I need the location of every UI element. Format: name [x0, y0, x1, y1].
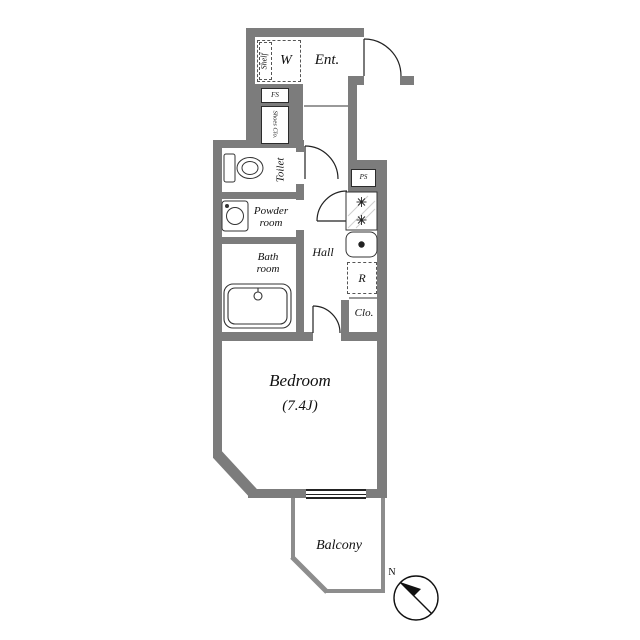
sink-vanity-icon	[221, 200, 249, 232]
wall-powder-bath	[213, 237, 304, 244]
entrance-door-arc	[363, 38, 402, 77]
bedroom-door-arc	[312, 305, 341, 334]
toilet-fixture-icon	[223, 153, 264, 183]
label-fridge: R	[358, 270, 366, 285]
wall-toilet-top	[213, 140, 304, 148]
label-bedroom-size: (7.4J)	[282, 397, 318, 414]
label-closet: Clo.	[354, 307, 374, 320]
compass-icon	[393, 575, 439, 621]
bathtub-icon	[223, 283, 292, 329]
label-powder-room: Powder room	[253, 205, 289, 229]
label-bedroom: Bedroom	[269, 370, 331, 390]
fridge-box	[347, 262, 377, 294]
label-shoes-closet: Shoes Clo.	[271, 111, 279, 139]
label-shelf: Shelf	[259, 53, 269, 69]
balcony-wall-left	[291, 498, 295, 559]
wall-bedroom-bottom-right	[366, 489, 387, 498]
wall-top-left	[246, 28, 255, 148]
wall-closet-left	[341, 300, 349, 341]
wall-right-outer	[377, 160, 387, 498]
label-hall: Hall	[312, 244, 334, 259]
label-washer: W	[280, 53, 292, 69]
label-ent: Ent.	[314, 51, 340, 68]
wall-bedroom-top-right	[341, 332, 387, 341]
hall-door-arc	[316, 190, 348, 222]
wall-wetcol-right-c	[296, 230, 304, 340]
label-bath-room: Bath room	[256, 251, 280, 275]
wall-entry-stub-right	[400, 76, 414, 85]
wall-bedroom-bottom-left	[248, 489, 306, 498]
label-toilet: Toilet	[274, 157, 287, 183]
ps-box	[351, 169, 376, 187]
wall-wetcol-right-a	[296, 140, 304, 152]
balcony-window	[306, 489, 366, 499]
toilet-door-arc	[304, 145, 339, 180]
label-balcony: Balcony	[316, 538, 362, 554]
wall-left-outer	[213, 140, 222, 458]
balcony-window-rail	[306, 494, 366, 495]
shoes-closet-box	[261, 106, 289, 144]
label-ps: PS	[359, 173, 368, 182]
wall-toilet-powder	[213, 192, 304, 199]
label-fs: FS	[271, 90, 279, 99]
wall-top	[246, 28, 364, 37]
kitchen-sink-icon	[345, 231, 378, 258]
stove-icon	[345, 191, 378, 231]
fs-box	[261, 88, 289, 103]
wall-bedroom-diagonal	[212, 450, 259, 498]
wall-wetcol-right-b	[296, 184, 304, 200]
wall-bedroom-top-left	[213, 332, 313, 341]
wall-ent-right	[348, 76, 357, 168]
balcony-wall-right	[381, 498, 385, 593]
label-north: N	[388, 566, 396, 578]
balcony-wall-diagonal	[290, 555, 329, 594]
shelf-box	[259, 42, 272, 80]
balcony-wall-bottom	[325, 589, 383, 593]
